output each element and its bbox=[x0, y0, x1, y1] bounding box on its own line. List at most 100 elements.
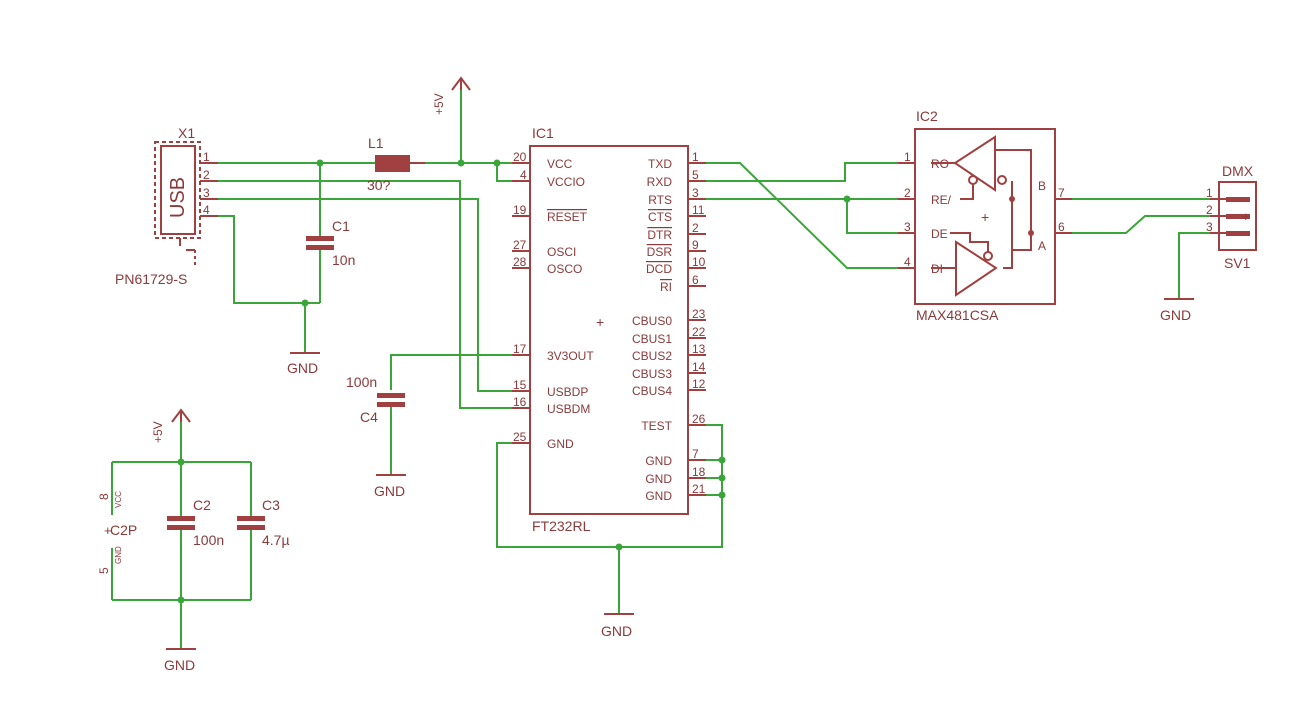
junction-dot bbox=[718, 456, 726, 464]
ic1-pin-label: 3V3OUT bbox=[547, 349, 594, 363]
x1-name: X1 bbox=[178, 125, 195, 141]
ic2-pin-label: DE bbox=[931, 227, 948, 241]
ic1-left-pins: 20 4 19 27 28 17 15 16 25 VCC VCCIO RESE… bbox=[512, 150, 594, 451]
ic1-pin-label: GND bbox=[547, 437, 574, 451]
x1-pin-num: 3 bbox=[203, 186, 210, 200]
ic1-pin-num: 27 bbox=[513, 238, 527, 252]
c2-capacitor: C2 100n bbox=[167, 497, 224, 548]
net-label-5v: +5V bbox=[151, 421, 165, 443]
junctions bbox=[177, 159, 851, 604]
ic1-pin-num: 7 bbox=[692, 447, 699, 461]
gnd-label: GND bbox=[601, 623, 632, 639]
junction-dot bbox=[493, 159, 501, 167]
ic1-pin-label: OSCI bbox=[547, 245, 576, 259]
gnd-symbol-decoupling: GND bbox=[164, 648, 196, 673]
ic1-pin-num: 2 bbox=[692, 221, 699, 235]
ic1-pin-label: GND bbox=[645, 489, 672, 503]
ic1-pin-label: DSR bbox=[647, 245, 673, 259]
wire-de bbox=[846, 199, 898, 234]
ic2-pin-label: B bbox=[1038, 179, 1046, 193]
ic2-pin-num: 4 bbox=[904, 255, 911, 269]
ic2-pin-label: A bbox=[1038, 239, 1046, 253]
ic1-pin-label: RESET bbox=[547, 210, 588, 224]
ic1-origin-mark: + bbox=[596, 314, 604, 330]
c2-name: C2 bbox=[193, 497, 211, 513]
gnd-label: GND bbox=[374, 483, 405, 499]
supply-5v-top: +5V bbox=[432, 76, 471, 115]
c2p-pin-gnd: GND bbox=[114, 546, 123, 564]
ic1-pin-num: 16 bbox=[513, 395, 527, 409]
ic1-pin-num: 25 bbox=[513, 430, 527, 444]
ic1-pin-label: CBUS2 bbox=[632, 349, 672, 363]
ic1-pin-num: 4 bbox=[520, 168, 527, 182]
ic1-pin-num: 15 bbox=[513, 378, 527, 392]
junction-dot bbox=[177, 596, 185, 604]
l1-inductor: L1 30? bbox=[367, 135, 425, 193]
junction-dot bbox=[177, 458, 185, 466]
x1-pin-num: 4 bbox=[203, 203, 210, 217]
ic1-pin-num: 9 bbox=[692, 238, 699, 252]
c2p-pin-vcc-num: 8 bbox=[97, 493, 111, 500]
ic1-pin-label: CBUS4 bbox=[632, 384, 672, 398]
junction-dot bbox=[718, 474, 726, 482]
ic1-pin-num: 13 bbox=[692, 342, 706, 356]
junction-dot bbox=[718, 491, 726, 499]
ic2-pin-num: 3 bbox=[904, 220, 911, 234]
ic1-name: IC1 bbox=[532, 125, 554, 141]
ic1-part: FT232RL bbox=[532, 518, 591, 534]
ic1-pin-num: 17 bbox=[513, 342, 527, 356]
junction-dot bbox=[615, 543, 623, 551]
c3-value: 4.7µ bbox=[262, 532, 290, 548]
ic1-pin-label: DTR bbox=[647, 228, 672, 242]
sv1-mark: + bbox=[1242, 209, 1250, 224]
ic2-pin-num: 7 bbox=[1058, 186, 1065, 200]
x1-pin-num: 1 bbox=[203, 150, 210, 164]
ic1-pin-label: RXD bbox=[647, 175, 673, 189]
gnd-label: GND bbox=[287, 360, 318, 376]
ic1-pin-label: USBDP bbox=[547, 385, 588, 399]
ic1-pin-num: 6 bbox=[692, 273, 699, 287]
l1-value: 30? bbox=[367, 177, 391, 193]
wire-usb-dm bbox=[218, 180, 512, 409]
ic2-internal-node bbox=[1009, 196, 1015, 202]
gnd-symbol-c4: GND bbox=[374, 474, 406, 499]
ic2-pin-label: RE/ bbox=[931, 193, 952, 207]
ic1-pin-num: 14 bbox=[692, 360, 706, 374]
l1-name: L1 bbox=[368, 135, 384, 151]
ic2-max481csa: IC2 MAX481CSA 1 2 3 4 7 6 RO RE/ DE DI B… bbox=[898, 108, 1072, 323]
c3-capacitor: C3 4.7µ bbox=[237, 497, 290, 548]
junction-dot bbox=[843, 195, 851, 203]
c2p-pin-vcc: VCC bbox=[114, 491, 123, 508]
wire-vccio bbox=[496, 163, 512, 182]
wire-rxd-ro bbox=[706, 162, 898, 182]
wire-ic1-gnd-loop bbox=[496, 424, 723, 548]
c2p-power-pins: C2P + 8 VCC 5 GND bbox=[97, 491, 137, 574]
ic1-pin-num: 20 bbox=[513, 150, 527, 164]
x1-pin-num: 2 bbox=[203, 168, 210, 182]
sv1-pin-num: 3 bbox=[1206, 220, 1213, 234]
ic1-pin-label: TEST bbox=[641, 419, 672, 433]
ic1-pin-num: 10 bbox=[692, 255, 706, 269]
junction-dot bbox=[457, 159, 465, 167]
junction-dot bbox=[316, 159, 324, 167]
c4-name: C4 bbox=[360, 409, 378, 425]
c2p-name: C2P bbox=[110, 522, 137, 538]
c4-value: 100n bbox=[346, 374, 377, 390]
driver-buffer-symbol bbox=[955, 240, 998, 297]
ic2-body bbox=[914, 128, 1056, 305]
ic2-name: IC2 bbox=[916, 108, 938, 124]
ic1-pin-label: CBUS0 bbox=[632, 314, 672, 328]
gnd-label: GND bbox=[164, 657, 195, 673]
sv1-part: SV1 bbox=[1224, 255, 1251, 271]
ic1-pin-label: RI bbox=[660, 280, 672, 294]
ic1-pin-label: GND bbox=[645, 472, 672, 486]
gnd-symbol-ic1: GND bbox=[601, 613, 634, 639]
ic1-pin-num: 22 bbox=[692, 325, 706, 339]
ic1-pin-label: GND bbox=[645, 454, 672, 468]
ic2-internal-node bbox=[1028, 230, 1034, 236]
ic1-pin-num: 3 bbox=[692, 186, 699, 200]
ic1-pin-label: DCD bbox=[646, 262, 672, 276]
ic1-right-pins: 1 5 3 11 2 9 10 6 23 22 13 14 12 26 7 18… bbox=[632, 150, 706, 503]
ic1-pin-label: CBUS3 bbox=[632, 367, 672, 381]
sv1-name: DMX bbox=[1222, 163, 1254, 179]
